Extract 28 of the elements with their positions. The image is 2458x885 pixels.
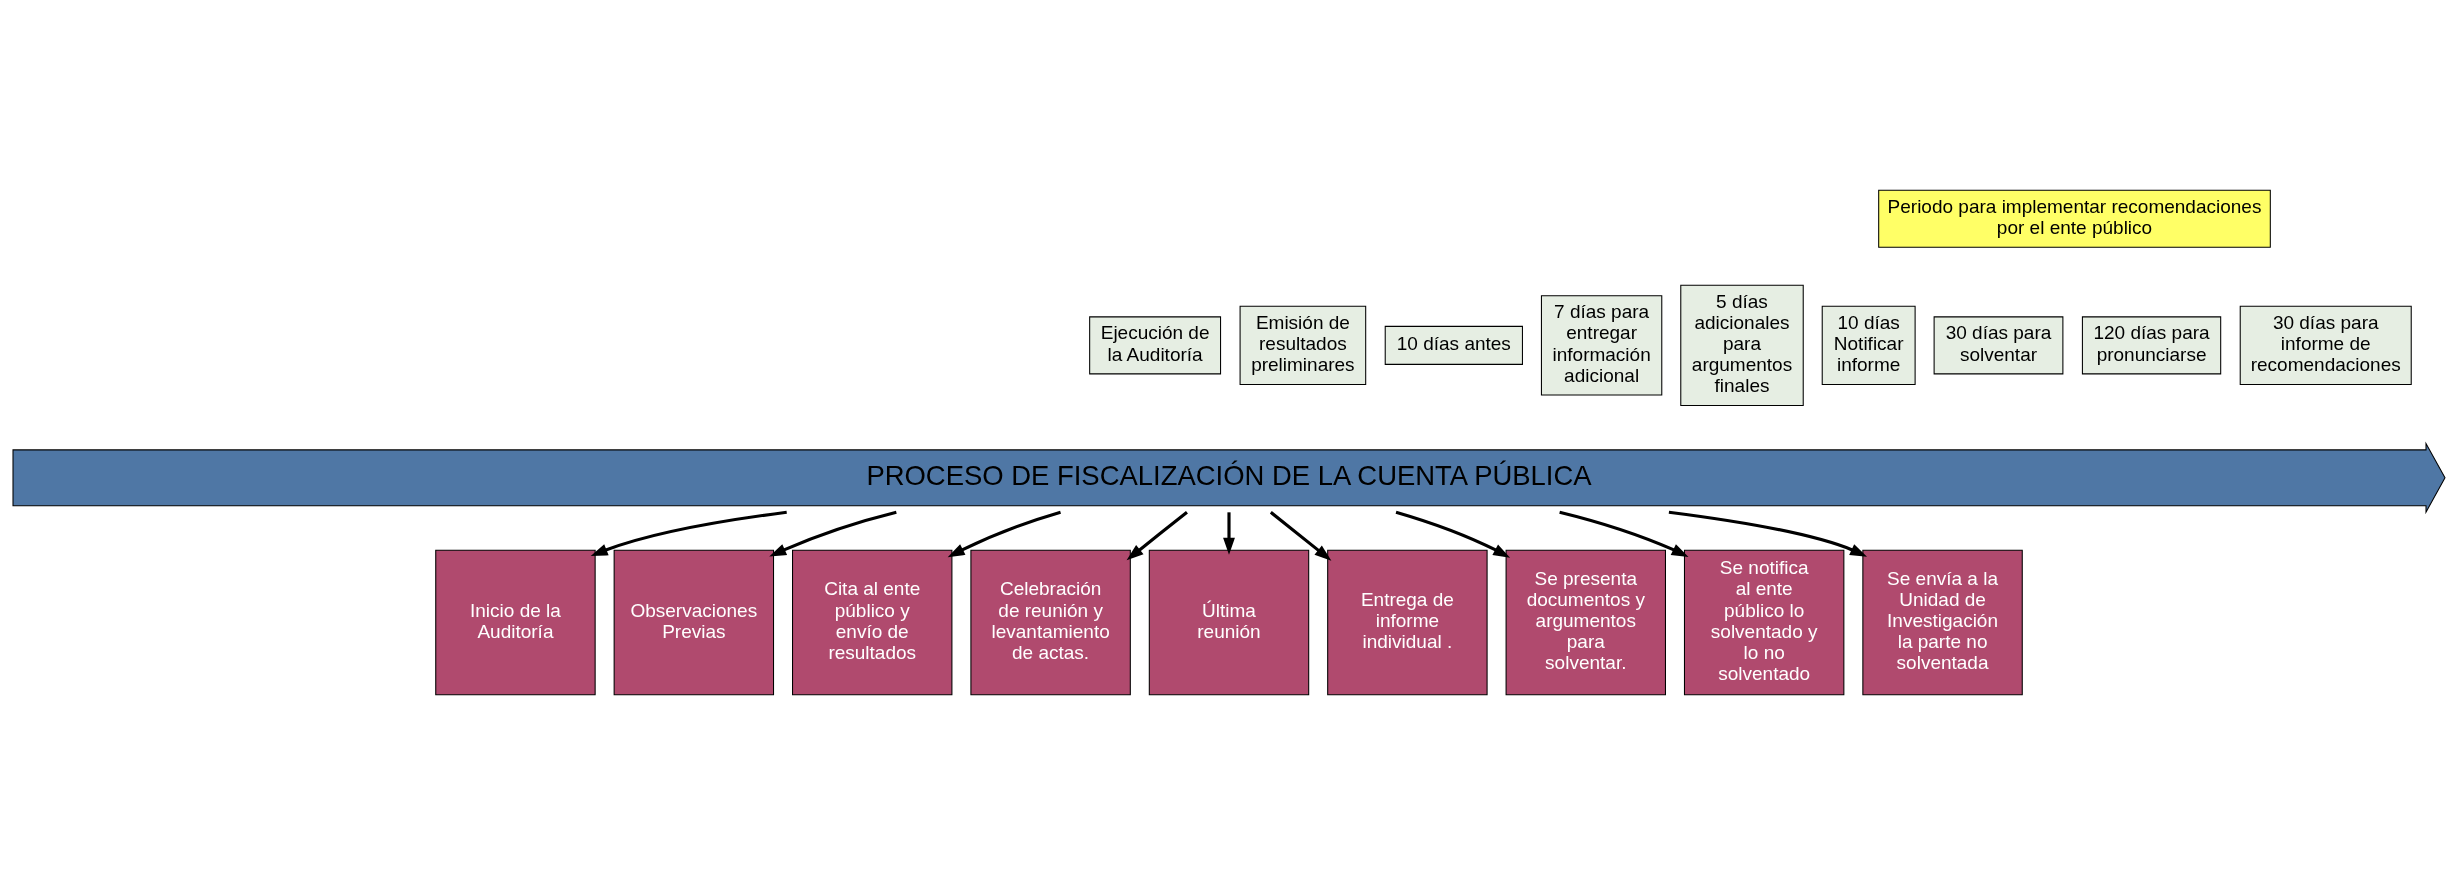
arrow (769, 510, 897, 557)
arrow (947, 510, 1061, 558)
node-box: Periodo para implementar recomendaciones por el ente público (1878, 189, 2271, 248)
node-box: 7 días para entregar información adicional (1540, 295, 1663, 396)
node-box: Cita al ente público y envío de resultados (792, 549, 953, 696)
arrow (1668, 510, 1868, 557)
node-box: Emisión de resultados preliminares (1239, 305, 1367, 385)
node-box: Observaciones Previas (613, 549, 775, 696)
node-box: 10 días antes (1384, 325, 1523, 365)
arrow (1126, 510, 1188, 561)
node-box: Ejecución de la Auditoría (1089, 316, 1222, 375)
node-box: Última reunión (1148, 549, 1310, 696)
node-box: 120 días para pronunciarse (2081, 316, 2222, 375)
arrow (1559, 510, 1689, 558)
node-box: Se envía a la Unidad de Investigación la parte no solventada (1862, 549, 2023, 696)
node-box: 10 días Notificar informe (1821, 305, 1916, 385)
arrow (1269, 511, 1332, 561)
node-box: 30 días para solventar (1933, 316, 2064, 375)
node-box: 5 días adicionales para argumentos finales (1680, 284, 1804, 407)
arrow (590, 510, 787, 557)
node-box: Entrega de informe individual . (1327, 549, 1488, 696)
arrow (1395, 510, 1511, 558)
node-box: Se presenta documentos y argumentos para solventar. (1505, 549, 1666, 696)
node-box: 30 días para informe de recomendaciones (2239, 305, 2412, 385)
node-box: Se notifica al ente público lo solventado y lo no solventado (1683, 549, 1845, 696)
node-box: Inicio de la Auditoría (435, 549, 596, 696)
arrow (1223, 512, 1235, 555)
node-box: Celebración de reunión y levantamiento de actas. (970, 549, 1131, 696)
